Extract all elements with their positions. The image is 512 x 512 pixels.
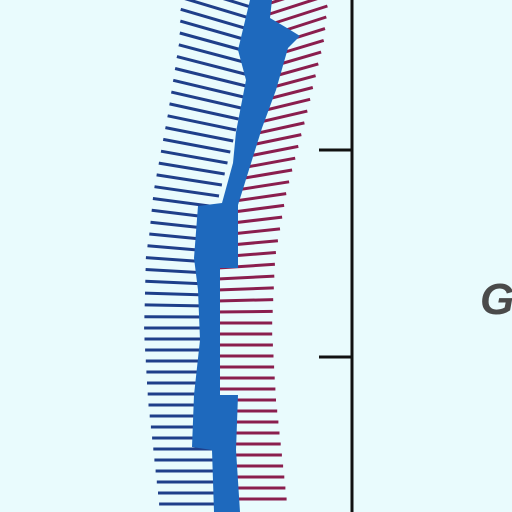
left-strand <box>144 303 207 308</box>
left-strand <box>167 114 237 132</box>
right-strand <box>266 0 318 17</box>
left-strand <box>158 161 225 176</box>
left-strand <box>172 78 244 99</box>
central-core-band <box>192 0 300 512</box>
left-strand <box>144 291 208 297</box>
left-strand <box>160 149 228 165</box>
right-strand <box>216 298 274 303</box>
left-strand <box>184 0 257 22</box>
right-strand <box>267 0 285 6</box>
side-label: G <box>480 275 512 324</box>
left-strand <box>165 126 234 143</box>
left-strand <box>156 173 223 187</box>
left-strand <box>162 137 231 154</box>
left-strand <box>178 43 252 66</box>
right-strand <box>216 309 273 314</box>
left-strand <box>154 185 220 198</box>
left-strand <box>176 55 249 77</box>
left-strand <box>170 90 242 110</box>
left-strand-group <box>144 0 258 506</box>
left-strand <box>180 7 256 33</box>
left-strand <box>174 67 247 88</box>
right-strand <box>217 274 275 281</box>
vertical-axis <box>319 0 354 512</box>
right-strand <box>217 286 274 292</box>
left-strand <box>169 102 239 121</box>
left-strand <box>222 0 258 11</box>
left-strand <box>145 279 208 286</box>
